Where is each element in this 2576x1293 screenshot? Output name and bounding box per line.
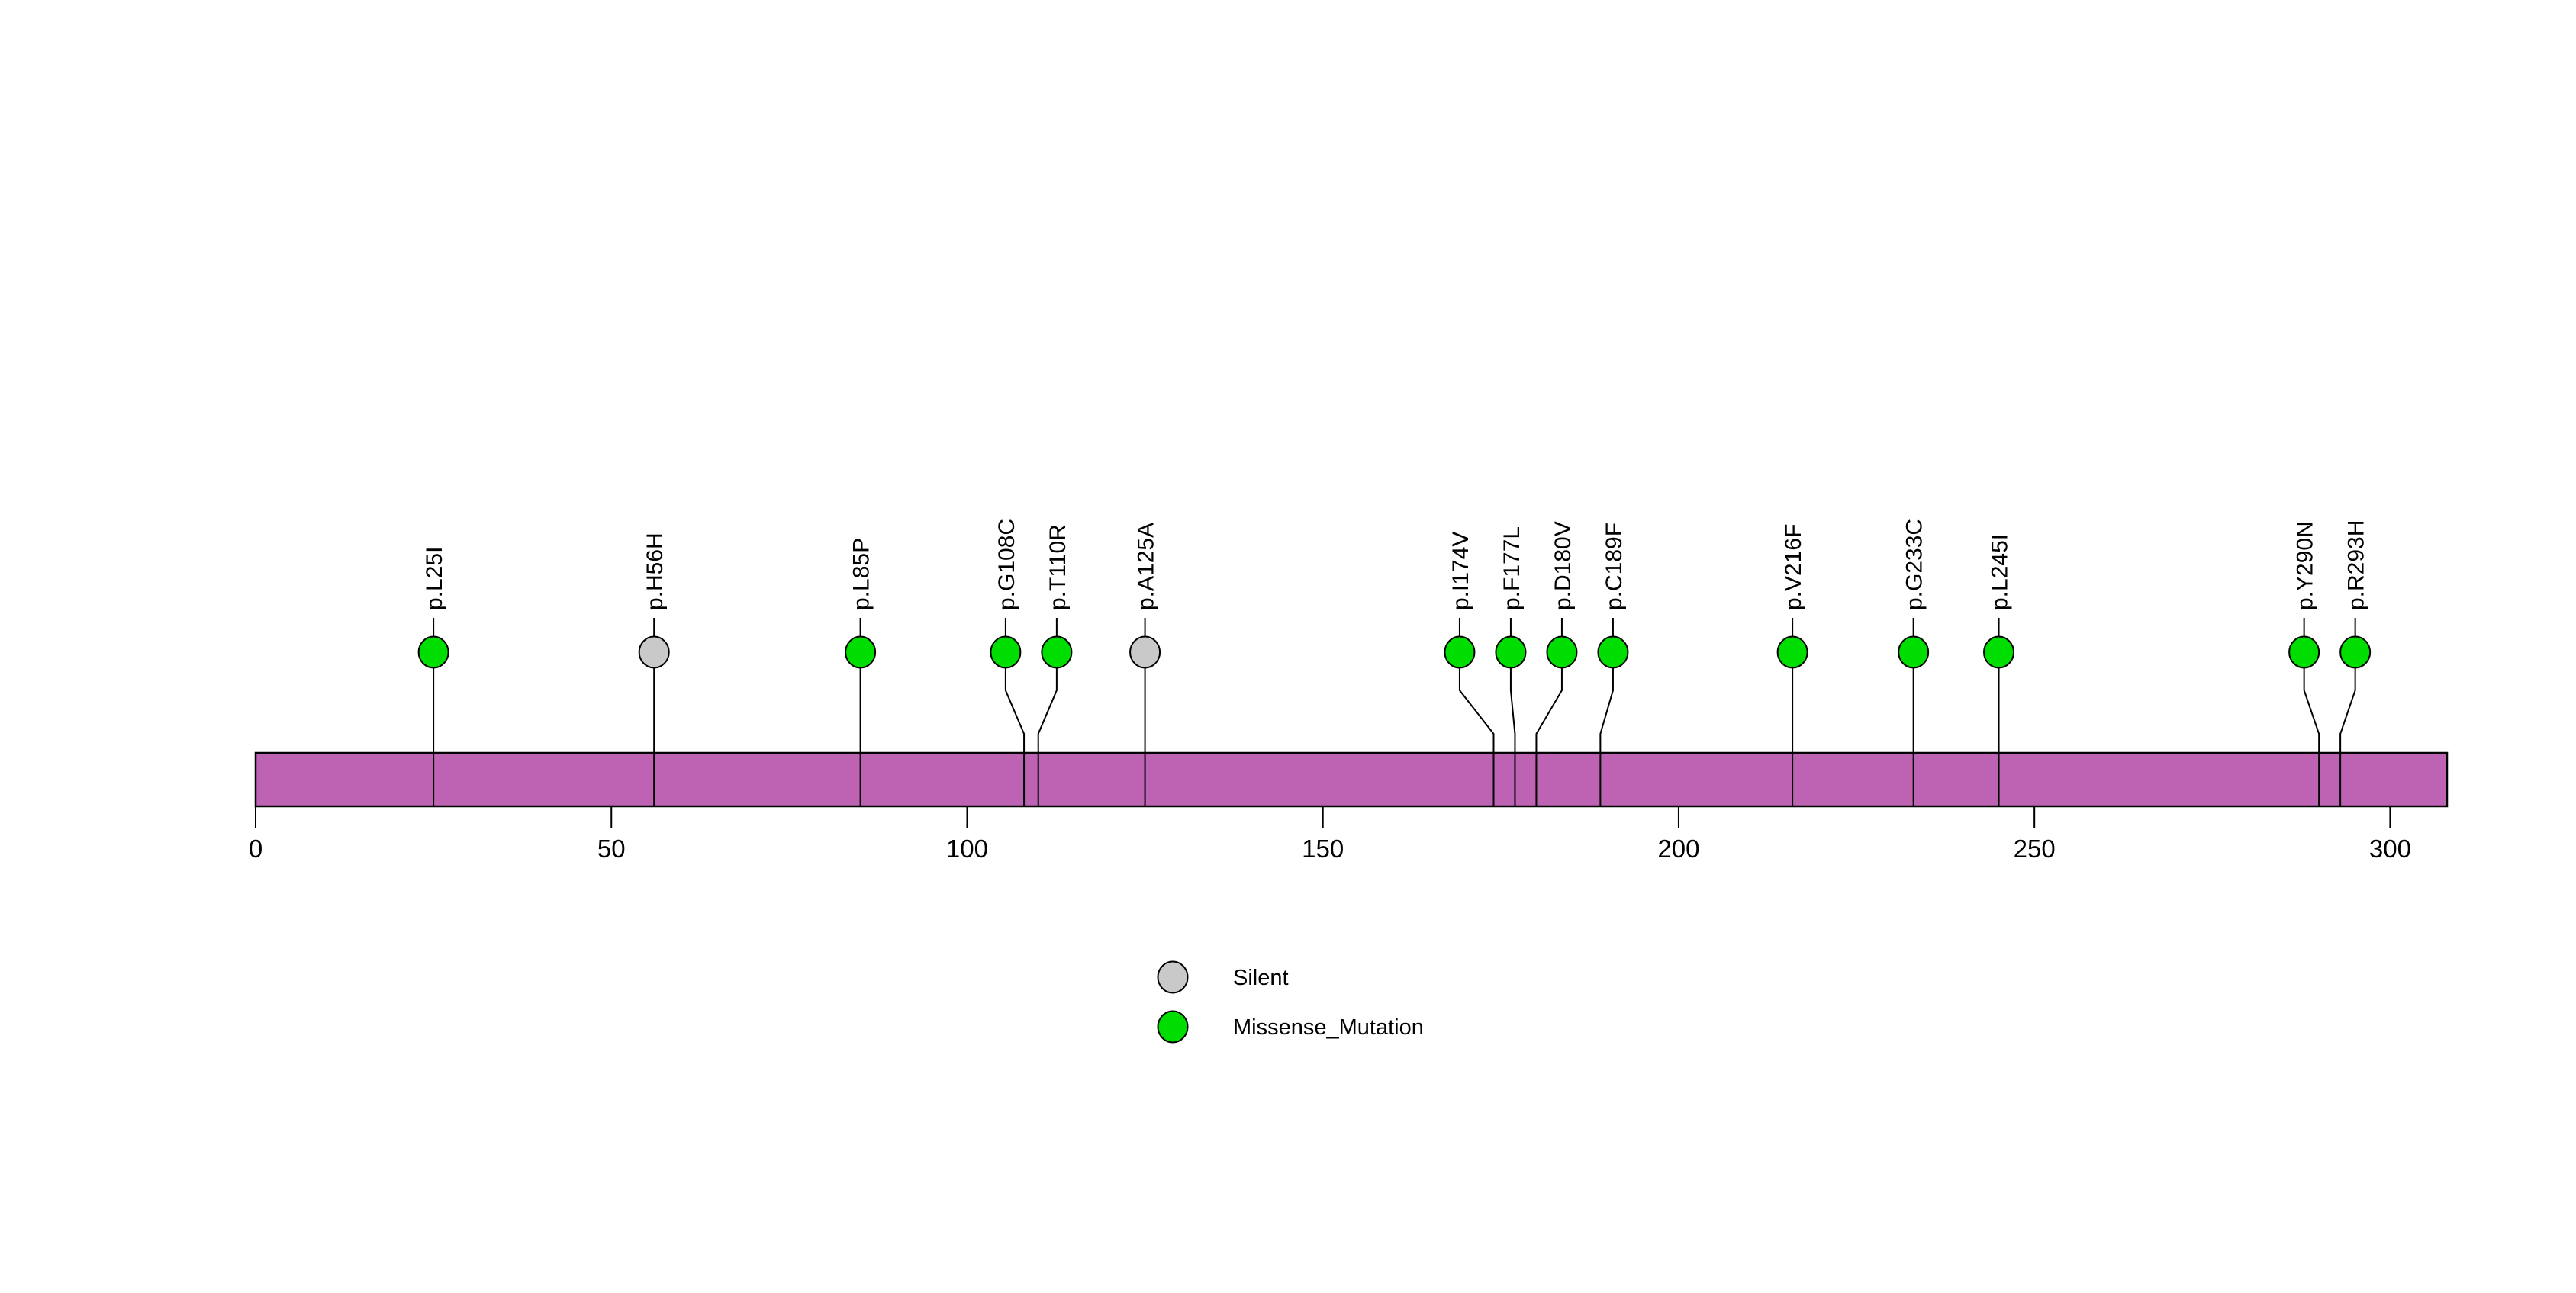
- axis-tick-label: 50: [597, 835, 626, 863]
- mutation-label-p.H56H: p.H56H: [642, 532, 668, 610]
- mutation-circle-p.A125A: [1129, 635, 1161, 669]
- mutation-circle-p.L245I: [1983, 635, 2015, 669]
- mutation-label-p.C189F: p.C189F: [1602, 523, 1627, 610]
- mutation-label-p.A125A: p.A125A: [1134, 523, 1159, 610]
- mutation-circle-p.F177L: [1495, 635, 1527, 669]
- mutation-circle-p.L85P: [845, 635, 877, 669]
- mutation-circle-p.Y290N: [2288, 635, 2320, 669]
- legend-label-Missense_Mutation: Missense_Mutation: [1233, 1015, 1424, 1040]
- legend-label-Silent: Silent: [1233, 966, 1289, 990]
- lollipop-stem-bottom: [2303, 652, 2320, 806]
- lollipop-stem-bottom: [1599, 652, 1614, 806]
- mutation-label-p.D180V: p.D180V: [1550, 521, 1576, 610]
- mutation-labels: p.L25I p.H56H p.L85P p.G108C p.T110R p.A125A p…: [422, 519, 2369, 610]
- mutation-label-p.L245I: p.L245I: [1988, 534, 2013, 610]
- lollipop-stems: [433, 618, 2356, 806]
- lollipop-stem-bottom: [1037, 652, 1058, 806]
- legend-swatch-Missense_Mutation: [1157, 1010, 1189, 1044]
- mutation-label-p.T110R: p.T110R: [1045, 524, 1071, 610]
- lollipop-circles: [417, 635, 2372, 669]
- mutation-circle-p.V216F: [1776, 635, 1808, 669]
- mutation-circle-p.H56H: [638, 635, 670, 669]
- axis-tick-label: 0: [249, 835, 262, 863]
- mutation-circle-p.C189F: [1597, 635, 1629, 669]
- mutation-label-p.L85P: p.L85P: [849, 538, 874, 610]
- protein-bar: [254, 751, 2449, 808]
- axis-tick-label: 100: [946, 835, 988, 863]
- mutation-label-p.Y290N: p.Y290N: [2293, 521, 2318, 610]
- mutation-circle-p.I174V: [1444, 635, 1476, 669]
- axis-tick-label: 300: [2369, 835, 2411, 863]
- axis-tick-label: 250: [2014, 835, 2056, 863]
- mutation-label-p.G233C: p.G233C: [1902, 519, 1927, 610]
- axis-tick-label: 150: [1302, 835, 1344, 863]
- lollipop-stem-bottom: [1458, 652, 1495, 806]
- lollipop-stem-bottom: [1004, 652, 1026, 806]
- lollipop-stem-bottom: [2339, 652, 2356, 806]
- mutation-label-p.L25I: p.L25I: [422, 547, 447, 610]
- mutation-circle-p.G108C: [990, 635, 1022, 669]
- mutation-label-p.G108C: p.G108C: [994, 519, 1019, 610]
- mutation-circle-p.L25I: [417, 635, 449, 669]
- x-axis: 0 50 100 150 200 250 300: [249, 806, 2411, 863]
- mutation-label-p.F177L: p.F177L: [1499, 526, 1525, 610]
- mutation-label-p.I174V: p.I174V: [1448, 532, 1473, 610]
- axis-tick-label: 200: [1657, 835, 1699, 863]
- mutation-label-p.R293H: p.R293H: [2344, 520, 2369, 610]
- mutation-circle-p.D180V: [1546, 635, 1578, 669]
- mutation-circle-p.T110R: [1041, 635, 1073, 669]
- legend-swatch-Silent: [1157, 960, 1189, 994]
- mutation-circle-p.R293H: [2339, 635, 2372, 669]
- lollipop-stem-bottom: [1509, 652, 1516, 806]
- protein-bar-layer: [254, 751, 2449, 808]
- mutation-label-p.V216F: p.V216F: [1781, 524, 1806, 610]
- mutation-circle-p.G233C: [1898, 635, 1930, 669]
- lollipop-stem-bottom: [1535, 652, 1563, 806]
